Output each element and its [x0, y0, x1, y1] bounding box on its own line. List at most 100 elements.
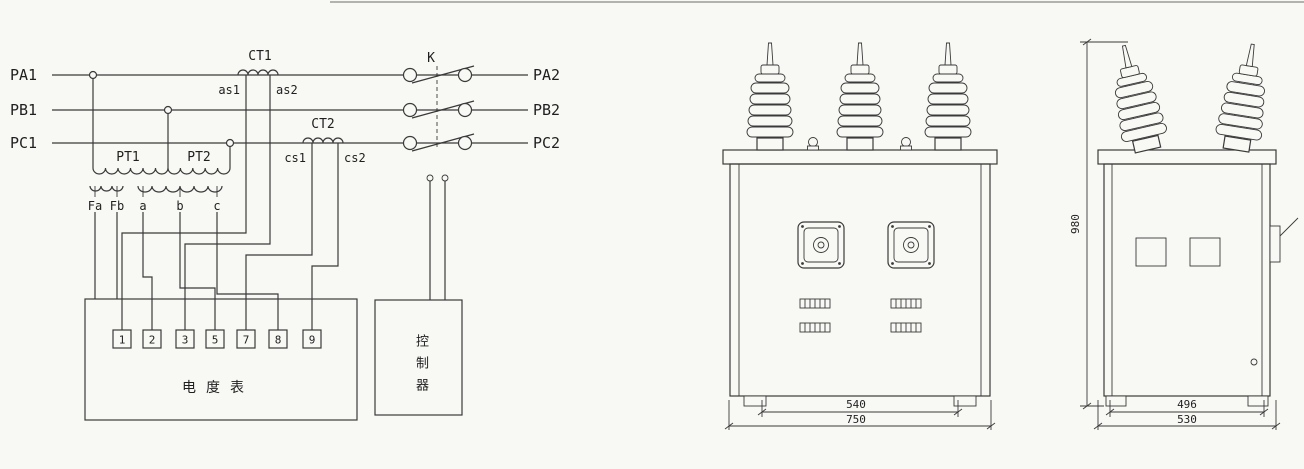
energy-meter-label: 电度表 — [182, 380, 254, 396]
meter-terminal-number: 2 — [149, 334, 156, 347]
pt1-label: PT1 — [116, 150, 139, 165]
nameplate — [799, 322, 831, 333]
pt1-secondary-coil — [89, 185, 124, 192]
leader-line — [1279, 217, 1299, 237]
wire-cs2-to-terminal-9 — [311, 143, 339, 330]
tank-body — [729, 163, 991, 397]
drain-valve — [1250, 358, 1258, 366]
dimension-540-label: 540 — [846, 398, 866, 411]
pt2-label: PT2 — [187, 150, 210, 165]
pt1-primary-coil — [92, 167, 169, 175]
ct1-terminal-as2-label: as2 — [276, 83, 298, 97]
dimension-750-label: 750 — [846, 413, 866, 426]
phase-label-pc2: PC2 — [533, 134, 560, 152]
side-view: 496 530 980 — [1069, 38, 1299, 430]
switch-contact — [457, 102, 473, 118]
bushing-insulator — [1100, 39, 1172, 156]
wire-as1-to-terminal-1 — [121, 75, 247, 330]
controller-box-outline — [374, 299, 463, 416]
phase-lines — [52, 70, 528, 148]
phase-label-pc1: PC1 — [10, 134, 37, 152]
tap-junction-b — [163, 105, 173, 115]
controller-box-label: 控制器 — [413, 334, 428, 400]
current-transformer-ct1: CT1 as1 as2 — [218, 49, 297, 97]
controller-wire-terminal — [441, 174, 449, 182]
inspection-panel — [1135, 237, 1167, 267]
phase-label-pb2: PB2 — [533, 101, 560, 119]
mounting-foot — [1247, 395, 1269, 407]
tap-junction-a — [88, 70, 98, 80]
bushing-insulator — [746, 42, 794, 151]
controller-wire-terminal — [426, 174, 434, 182]
controller-wires — [429, 181, 446, 300]
switch-contact — [457, 67, 473, 83]
meter-terminal-square-1 — [112, 329, 132, 349]
phase-label-pb1: PB1 — [10, 101, 37, 119]
wire-as2-to-terminal-3 — [184, 75, 271, 330]
pt-secondary-leads — [94, 186, 218, 197]
switch-contact — [402, 67, 418, 83]
nameplate — [799, 298, 831, 309]
switch-contact — [457, 135, 473, 151]
meter-terminal-square-2 — [142, 329, 162, 349]
ct2-coil — [302, 137, 344, 144]
ct1-coil — [237, 69, 279, 76]
secondary-terminal-box — [797, 221, 845, 269]
nameplate — [890, 298, 922, 309]
meter-terminal-square-3 — [175, 329, 195, 349]
meter-terminal-square-5 — [205, 329, 225, 349]
meter-terminal-square-7 — [236, 329, 256, 349]
lifting-lug — [900, 137, 912, 151]
pt2-primary-coil — [167, 167, 231, 175]
ct1-label: CT1 — [248, 49, 271, 64]
meter-terminal-number: 9 — [309, 334, 316, 347]
terminal-box-side-profile — [1269, 225, 1281, 263]
pt-terminal-fb-label: Fb — [110, 199, 124, 213]
mounting-foot — [743, 395, 767, 407]
switch-k-label: K — [427, 51, 435, 66]
wire-a-to-terminal-2 — [142, 212, 153, 330]
lifting-lug — [807, 137, 819, 151]
switch-contact — [402, 102, 418, 118]
pt-terminal-fa-label: Fa — [88, 199, 102, 213]
pt-terminal-b-label: b — [176, 199, 183, 213]
dimension-496-label: 496 — [1177, 398, 1197, 411]
wiring-schematic: PA1 PB1 PC1 PA2 PB2 PC2 CT1 as1 as2 CT2 … — [10, 49, 560, 421]
ct2-terminal-cs1-label: cs1 — [284, 151, 306, 165]
meter-terminal-number: 8 — [275, 334, 282, 347]
phase-label-pa2: PA2 — [533, 66, 560, 84]
front-view: 540 750 — [722, 42, 998, 430]
energy-meter-outline — [84, 298, 358, 421]
wire-c-to-terminal-8 — [216, 212, 279, 330]
inspection-panel — [1189, 237, 1221, 267]
ct2-label: CT2 — [311, 117, 334, 132]
tank-body — [1103, 163, 1271, 397]
voltage-transformers: PT1 PT2 Fa Fb a b c — [88, 78, 231, 213]
meter-terminal-number: 5 — [212, 334, 219, 347]
current-transformer-ct2: CT2 cs1 cs2 — [284, 117, 365, 165]
pt-terminal-c-label: c — [213, 199, 220, 213]
mounting-foot — [953, 395, 977, 407]
switch-contact — [402, 135, 418, 151]
meter-terminal-number: 3 — [182, 334, 189, 347]
wire-b-to-terminal-5 — [179, 212, 216, 330]
bushing-insulator — [836, 42, 884, 151]
energy-meter-box: 1 2 3 5 7 8 9 电度表 — [84, 298, 358, 421]
secondary-wiring — [94, 75, 449, 330]
nameplate — [890, 322, 922, 333]
ct1-terminal-as1-label: as1 — [218, 83, 240, 97]
phase-label-pa1: PA1 — [10, 66, 37, 84]
meter-terminal-number: 1 — [119, 334, 126, 347]
disconnect-switch-k: K — [402, 51, 475, 152]
meter-terminal-number: 7 — [243, 334, 250, 347]
meter-terminal-square-8 — [268, 329, 288, 349]
pt-terminal-a-label: a — [139, 199, 146, 213]
ct2-terminal-cs2-label: cs2 — [344, 151, 366, 165]
dimension-530-label: 530 — [1177, 413, 1197, 426]
side-view-dimensions: 496 530 980 — [1069, 38, 1281, 430]
dimension-980-label: 980 — [1069, 214, 1082, 234]
mounting-foot — [1105, 395, 1127, 407]
meter-terminal-square-9 — [302, 329, 322, 349]
wire-cs1-to-terminal-7 — [245, 143, 313, 330]
